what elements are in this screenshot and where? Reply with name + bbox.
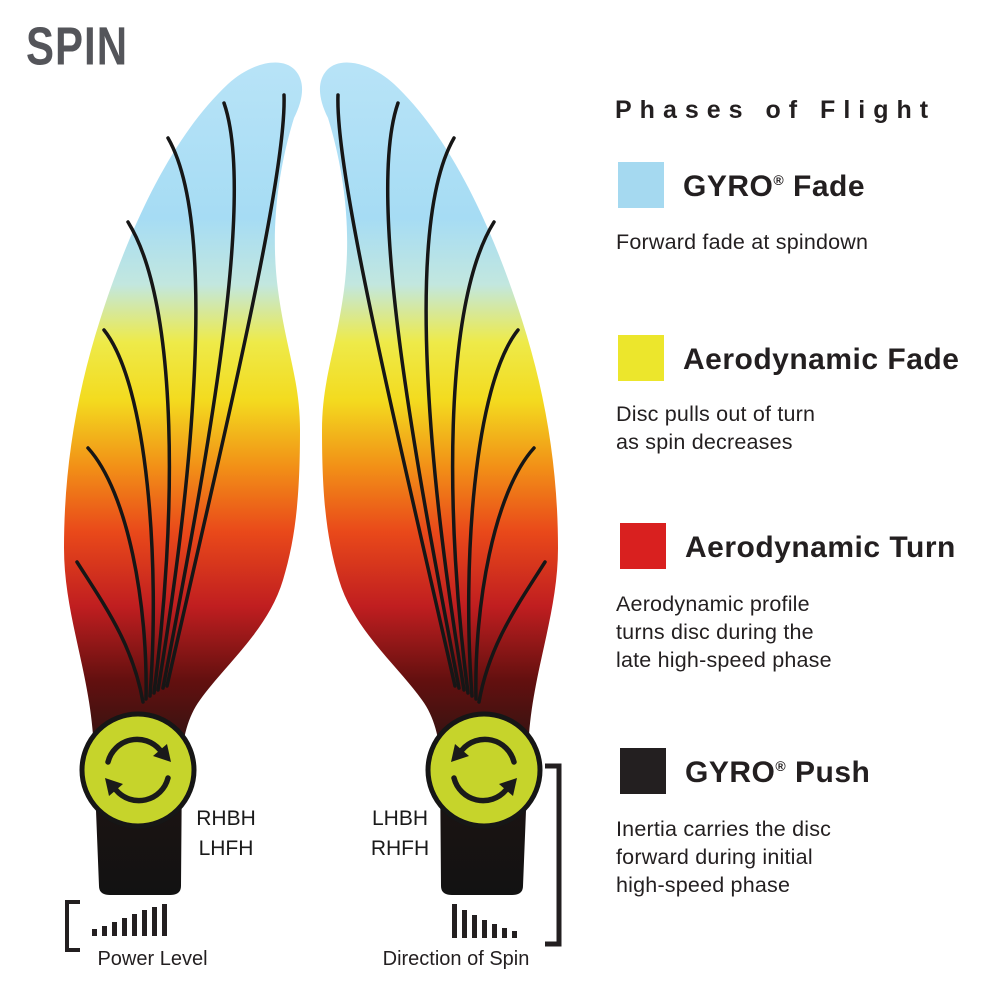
aerodynamic-fade-title: Aerodynamic Fade	[683, 343, 959, 377]
gyro-push-swatch	[620, 748, 666, 794]
flight-shape-right	[320, 62, 558, 895]
aerodynamic-fade-title-text: Aerodynamic Fade	[683, 343, 960, 376]
desc-line: Inertia carries the disc	[616, 817, 832, 841]
desc-line: Forward fade at spindown	[616, 230, 869, 254]
aerodynamic-turn-title: Aerodynamic Turn	[685, 531, 956, 565]
flight-diagram	[64, 0, 562, 952]
ascending-bars-icon	[92, 904, 167, 936]
gyro-push-title-text: GYRO	[685, 756, 776, 789]
power-level-bracket	[65, 900, 80, 952]
label-rhbh: RHBH	[196, 807, 256, 830]
desc-line: turns disc during the	[616, 620, 814, 644]
direction-of-spin-bracket	[545, 763, 562, 947]
gyro-fade-title-suffix: Fade	[784, 170, 866, 203]
desc-line: as spin decreases	[616, 430, 793, 454]
aerodynamic-fade-desc: Disc pulls out of turn as spin decreases	[616, 400, 815, 456]
desc-line: Disc pulls out of turn	[616, 402, 816, 426]
label-rhfh: RHFH	[370, 837, 430, 860]
gyro-fade-desc: Forward fade at spindown	[616, 228, 868, 256]
flight-path-lines	[75, 93, 286, 704]
descending-bars-icon	[452, 904, 517, 938]
power-level-label: Power Level	[97, 948, 208, 970]
flight-shape-body	[64, 62, 303, 895]
page-title: SPIN	[26, 16, 129, 77]
right-flight-labels: LHBH RHFH	[355, 804, 445, 864]
gyro-push-title-suffix: Push	[786, 756, 871, 789]
aerodynamic-turn-swatch	[620, 523, 666, 569]
label-lhbh: LHBH	[371, 807, 429, 830]
gyro-fade-swatch	[618, 162, 664, 208]
registered-mark: ®	[775, 758, 787, 774]
left-flight-labels: RHBH LHFH	[181, 804, 271, 864]
desc-line: high-speed phase	[616, 873, 791, 897]
gyro-push-desc: Inertia carries the disc forward during …	[616, 815, 831, 899]
legend-heading: Phases of Flight	[615, 96, 937, 124]
desc-line: Aerodynamic profile	[616, 592, 810, 616]
aerodynamic-turn-title-text: Aerodynamic Turn	[685, 531, 956, 564]
gyro-fade-title-text: GYRO	[683, 170, 774, 203]
desc-line: late high-speed phase	[616, 648, 832, 672]
flight-shape-left	[64, 62, 303, 895]
aerodynamic-fade-swatch	[618, 335, 664, 381]
label-lhfh: LHFH	[198, 837, 254, 860]
gyro-fade-title: GYRO® Fade	[683, 170, 865, 204]
registered-mark: ®	[773, 172, 785, 188]
aerodynamic-turn-desc: Aerodynamic profile turns disc during th…	[616, 590, 832, 674]
direction-of-spin-label: Direction of Spin	[382, 948, 530, 970]
spin-direction-icon	[79, 711, 197, 829]
gyro-push-title: GYRO® Push	[685, 756, 870, 790]
desc-line: forward during initial	[616, 845, 813, 869]
